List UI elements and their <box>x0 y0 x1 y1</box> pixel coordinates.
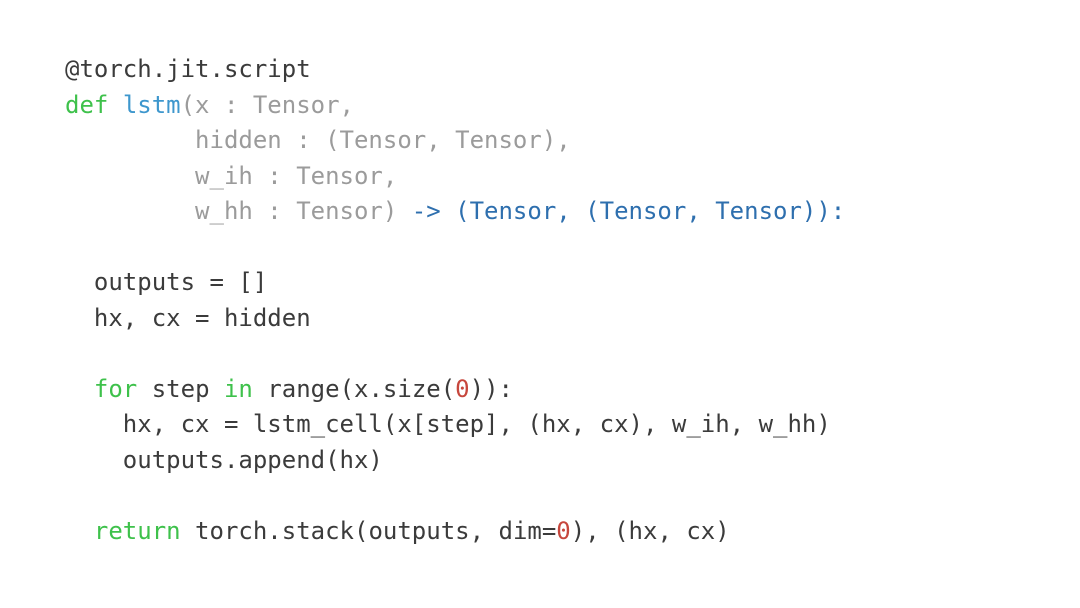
code-line: @torch.jit.script <box>65 52 845 88</box>
code-line: w_ih : Tensor, <box>65 159 845 195</box>
code-token <box>65 517 94 545</box>
code-line: for step in range(x.size(0)): <box>65 372 845 408</box>
code-block: @torch.jit.script def lstm(x : Tensor, hi… <box>65 52 845 549</box>
code-line: outputs.append(hx) <box>65 443 845 479</box>
code-token: 0 <box>556 516 571 545</box>
code-token: hidden : (Tensor, Tensor), <box>65 126 571 154</box>
code-token: range(x.size( <box>252 374 456 403</box>
code-token: def <box>65 90 109 119</box>
code-token: )): <box>469 374 513 403</box>
code-line <box>65 336 845 372</box>
code-token: ), (hx, cx) <box>570 516 730 545</box>
code-line: hx, cx = lstm_cell(x[step], (hx, cx), w_… <box>65 407 845 443</box>
code-token: for <box>93 374 138 403</box>
code-line <box>65 230 845 266</box>
code-token: -> (Tensor, (Tensor, Tensor)): <box>411 197 846 225</box>
code-token: step <box>137 374 224 403</box>
code-line: w_hh : Tensor) -> (Tensor, (Tensor, Tens… <box>65 194 845 230</box>
code-token: 0 <box>455 374 470 403</box>
code-token: (x : Tensor, <box>180 90 354 119</box>
code-token: return <box>93 516 181 545</box>
code-token: hx, cx = lstm_cell(x[step], (hx, cx), w_… <box>65 410 831 438</box>
code-token <box>65 375 94 403</box>
code-token: w_hh : Tensor) <box>65 197 412 225</box>
code-token: in <box>223 374 253 403</box>
code-line <box>65 478 845 514</box>
code-token <box>108 91 122 119</box>
code-line: outputs = [] <box>65 265 845 301</box>
code-token: outputs.append(hx) <box>65 445 383 474</box>
code-token: hx, cx = hidden <box>65 303 311 332</box>
code-token: lstm <box>122 90 181 119</box>
code-line: hx, cx = hidden <box>65 301 845 337</box>
code-line: hidden : (Tensor, Tensor), <box>65 123 845 159</box>
code-token: torch.stack(outputs, dim= <box>180 516 557 545</box>
code-line: return torch.stack(outputs, dim=0), (hx,… <box>65 514 845 550</box>
code-line: def lstm(x : Tensor, <box>65 88 845 124</box>
code-token: w_ih : Tensor, <box>65 161 398 190</box>
code-token: outputs = [] <box>65 268 268 296</box>
code-token: @torch.jit.script <box>65 55 311 83</box>
